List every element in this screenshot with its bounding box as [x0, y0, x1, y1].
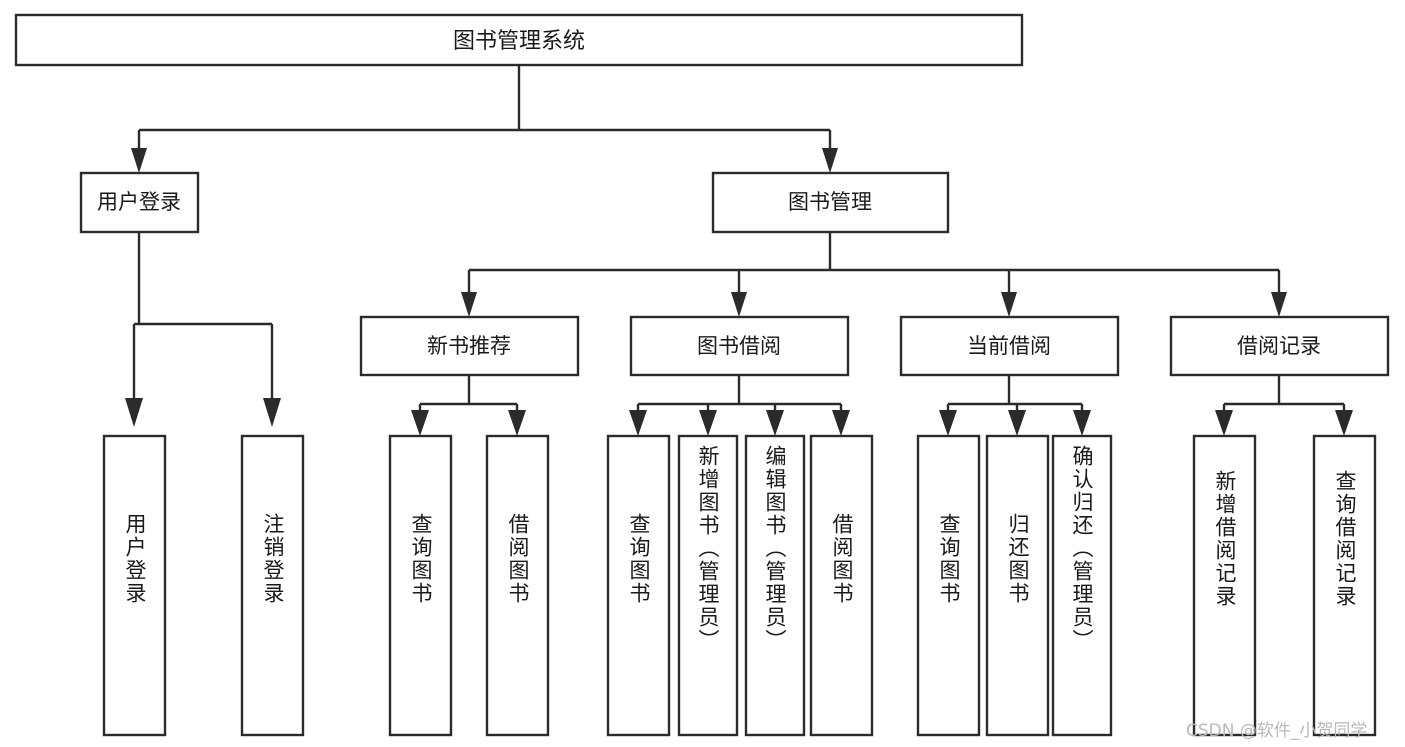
arrow-head-leaf-query-book-b: [629, 410, 647, 436]
node-user-login-box[interactable]: [79, 171, 200, 234]
node-book-borrow-box[interactable]: [629, 315, 850, 377]
node-new-book-recommend-label: 新书推荐: [427, 334, 511, 358]
arrow-head-leaf-user-login: [125, 398, 143, 427]
node-leaf-query-book-a-box[interactable]: [388, 434, 453, 737]
arrow-head-current-borrow: [1001, 292, 1017, 317]
arrow-head-borrow-record: [1271, 292, 1287, 317]
arrow-head-leaf-add-record: [1215, 410, 1233, 436]
connector-layer: [125, 66, 1353, 436]
node-leaf-return-book-box[interactable]: [985, 434, 1050, 737]
node-root-label: 图书管理系统: [453, 29, 585, 54]
arrow-head-user-login: [131, 148, 147, 173]
arrow-head-leaf-borrow-book-a: [508, 410, 526, 436]
arrow-head-leaf-query-book-c: [939, 410, 957, 436]
arrow-head-leaf-logout: [263, 398, 281, 427]
node-borrow-record-box[interactable]: [1169, 315, 1390, 377]
arrow-head-leaf-add-book: [699, 410, 717, 436]
node-book-borrow-label: 图书借阅: [697, 334, 781, 358]
arrow-head-leaf-return-book: [1008, 410, 1026, 436]
node-new-book-recommend-box[interactable]: [359, 315, 580, 377]
node-borrow-record-label: 借阅记录: [1237, 334, 1321, 358]
arrow-head-leaf-edit-book: [766, 410, 784, 436]
node-leaf-query-book-b-box[interactable]: [606, 434, 671, 737]
node-leaf-logout-box[interactable]: [240, 434, 305, 737]
node-leaf-edit-book-box[interactable]: [744, 434, 806, 737]
arrow-head-new-book-rec: [461, 292, 477, 317]
node-root-box[interactable]: [14, 13, 1024, 67]
node-current-borrow-label: 当前借阅: [967, 334, 1051, 358]
node-current-borrow-box[interactable]: [899, 315, 1120, 377]
arrow-head-leaf-query-record: [1335, 410, 1353, 436]
arrow-head-leaf-query-book-a: [411, 410, 429, 436]
node-leaf-borrow-book-b-box[interactable]: [809, 434, 874, 737]
node-leaf-query-book-c-box[interactable]: [916, 434, 981, 737]
node-leaf-confirm-return-box[interactable]: [1051, 434, 1113, 737]
node-layer: 图书管理系统 用户登录 图书管理 新书推荐 图书借阅 当前借阅 借阅记录: [14, 13, 1390, 737]
node-user-login-label: 用户登录: [97, 190, 181, 214]
node-book-management-box[interactable]: [711, 171, 950, 234]
csdn-watermark: CSDN @软件_小贺同学: [1186, 721, 1368, 741]
arrow-head-leaf-borrow-book-b: [832, 410, 850, 436]
arrow-head-leaf-confirm-return: [1073, 410, 1091, 436]
node-leaf-user-login-box[interactable]: [102, 434, 167, 737]
arrow-head-book-borrow: [731, 292, 747, 317]
node-leaf-borrow-book-a-box[interactable]: [485, 434, 550, 737]
node-leaf-query-record-box[interactable]: [1312, 434, 1377, 737]
node-leaf-add-book-box[interactable]: [677, 434, 739, 737]
node-leaf-add-record-box[interactable]: [1192, 434, 1257, 737]
arrow-head-book-mgmt: [822, 148, 838, 173]
node-book-management-label: 图书管理: [788, 190, 872, 214]
